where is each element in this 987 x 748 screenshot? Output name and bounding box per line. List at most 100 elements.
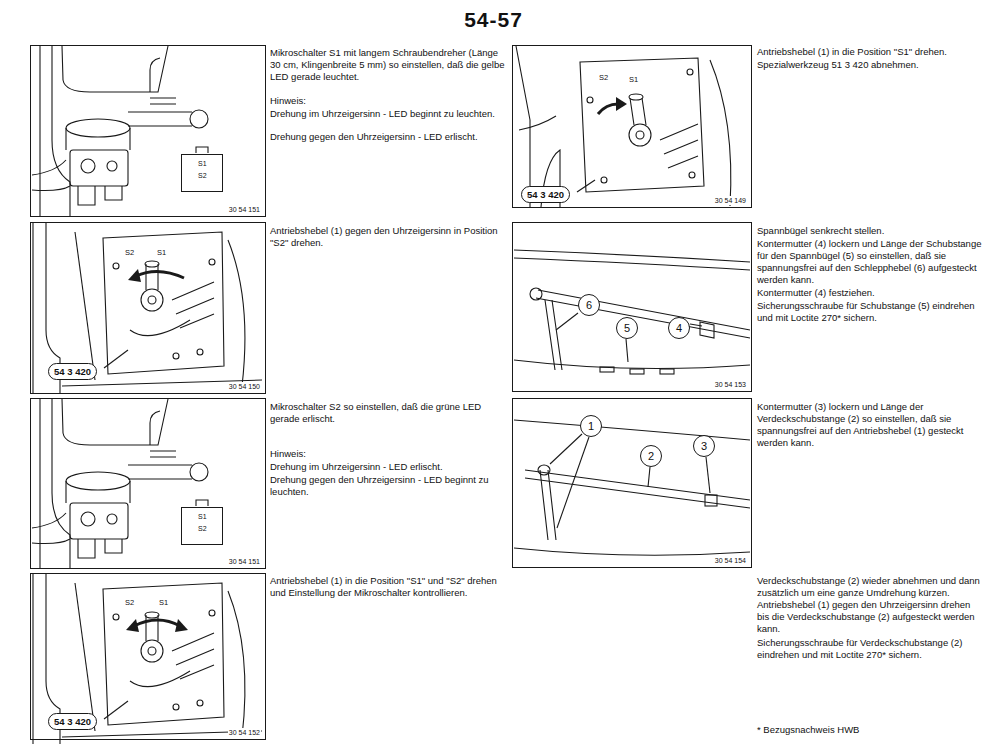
microswitch-sketch bbox=[81, 159, 95, 173]
switch-name: S2 bbox=[198, 170, 217, 182]
tool-number-tag: 54 3 420 bbox=[48, 363, 97, 380]
push-rod-sketch bbox=[600, 367, 614, 372]
drive-plate-sketch bbox=[516, 46, 731, 207]
drive-plate-sketch bbox=[75, 232, 95, 380]
led-inset: S1S2 bbox=[181, 154, 223, 192]
callout-number-text: 6 bbox=[586, 299, 592, 311]
drive-plate-sketch bbox=[209, 259, 215, 265]
microswitch-sketch bbox=[196, 147, 208, 153]
page-title: 54-57 bbox=[0, 8, 987, 32]
callout-number: 6 bbox=[578, 294, 600, 316]
drive-plate-sketch bbox=[146, 264, 158, 290]
rotation-arrow bbox=[126, 619, 139, 632]
instruction-text: Drehung im Uhrzeigersinn - LED beginnt z… bbox=[270, 108, 505, 120]
microswitch-sketch bbox=[150, 58, 160, 92]
push-rod-sketch bbox=[530, 288, 542, 300]
figure-number: 30 54 151 bbox=[228, 557, 261, 566]
drive-plate-sketch bbox=[630, 98, 646, 125]
rotation-arrow bbox=[136, 271, 184, 278]
drive-plate-sketch bbox=[636, 131, 644, 139]
push-rod-sketch bbox=[514, 250, 750, 270]
instruction-text: Mikroschalter S1 mit langem Schraubendre… bbox=[270, 47, 505, 83]
push-rod-sketch bbox=[626, 339, 628, 362]
figure-number: 30 54 150 bbox=[228, 382, 261, 391]
line-art bbox=[32, 46, 750, 744]
plate-mark: S1 bbox=[158, 598, 169, 607]
figure-number: 30 54 151 bbox=[228, 205, 261, 214]
push-rod-sketch bbox=[660, 369, 674, 374]
callout-number: 1 bbox=[580, 415, 602, 437]
footnote: * Bezugsnachweis HWB bbox=[757, 724, 982, 736]
push-rod-sketch bbox=[705, 495, 717, 506]
microswitch-sketch bbox=[190, 110, 208, 128]
figure-number: 30 54 152 bbox=[228, 728, 261, 737]
rotation-arrow bbox=[134, 620, 180, 626]
drive-plate-sketch bbox=[197, 349, 203, 355]
plate-mark: S2 bbox=[124, 248, 135, 257]
drive-plate-sketch bbox=[629, 94, 643, 100]
tool-number: 54 3 420 bbox=[54, 365, 91, 378]
figure-number: 30 54 153 bbox=[714, 380, 747, 389]
drive-plate-sketch bbox=[587, 97, 593, 103]
callout-number-text: 4 bbox=[676, 322, 682, 334]
push-rod-sketch bbox=[540, 470, 556, 540]
callout-number: 5 bbox=[616, 317, 638, 339]
drive-plate-sketch bbox=[689, 172, 695, 178]
instruction-text: Mikroschalter S2 so einstellen, daß die … bbox=[270, 401, 505, 425]
callout-number: 4 bbox=[668, 317, 690, 339]
microswitch-sketch bbox=[32, 160, 70, 191]
drive-plate-sketch bbox=[145, 261, 159, 267]
rotation-arrow bbox=[616, 97, 627, 111]
microswitch-sketch bbox=[78, 186, 122, 205]
drive-plate-sketch bbox=[228, 240, 245, 386]
instruction-text: Sicherungsschraube für Schubstange (5) e… bbox=[757, 300, 982, 324]
instruction-text: Drehung gegen den Uhrzeigersinn - LED er… bbox=[270, 131, 505, 143]
drive-plate-sketch bbox=[660, 124, 698, 168]
figure-number: 30 54 154 bbox=[714, 556, 747, 565]
drive-plate-sketch bbox=[516, 46, 560, 207]
figure-panel: 30 54 151 S1S2 bbox=[30, 398, 266, 569]
drive-plate-sketch bbox=[601, 177, 607, 183]
callout-number-text: 3 bbox=[701, 440, 707, 452]
figure-panel: 30 54 153 6 5 4 bbox=[512, 222, 752, 392]
plate-mark: S2 bbox=[124, 598, 135, 607]
callout-number-text: 5 bbox=[624, 322, 630, 334]
led-inset: S1S2 bbox=[181, 507, 223, 545]
microswitch-sketch bbox=[107, 161, 117, 171]
microswitch-sketch bbox=[66, 119, 130, 137]
drive-plate-sketch bbox=[577, 180, 595, 192]
instruction-text: Drehung im Uhrzeigersinn - LED erlischt. bbox=[270, 461, 505, 473]
microswitch-sketch bbox=[66, 128, 130, 150]
instruction-text: Hinweis: bbox=[270, 95, 505, 107]
instruction-text: Hinweis: bbox=[270, 448, 505, 460]
figure-panel: 30 54 151 S1S2 bbox=[30, 45, 266, 217]
push-rod-sketch bbox=[556, 313, 578, 330]
figure-number: 30 54 149 bbox=[714, 196, 747, 205]
drive-plate-sketch bbox=[710, 60, 731, 206]
callout-number-text: 1 bbox=[588, 420, 594, 432]
push-rod-sketch bbox=[557, 437, 589, 528]
drive-plate-sketch bbox=[687, 69, 693, 75]
callout-number: 2 bbox=[640, 445, 662, 467]
tool-number: 54 3 420 bbox=[527, 188, 564, 201]
microswitch-sketch bbox=[62, 46, 168, 92]
push-rod-sketch bbox=[550, 434, 582, 464]
drive-plate-sketch bbox=[104, 350, 128, 368]
figure-panel: 30 54 149 54 3 420 bbox=[512, 45, 752, 208]
tool-number-tag: 54 3 420 bbox=[48, 713, 97, 730]
rotation-arrow bbox=[598, 104, 618, 114]
drive-plate-sketch bbox=[141, 289, 163, 311]
instruction-text: Spezialwerkzeug 51 3 420 abnehmen. bbox=[757, 59, 982, 71]
instruction-text: Sicherungsschraube für Verdeckschubstang… bbox=[757, 637, 982, 661]
push-rod-sketch bbox=[525, 470, 750, 508]
drive-plate-sketch bbox=[148, 296, 156, 304]
drive-plate-sketch bbox=[580, 58, 704, 192]
push-rod-sketch bbox=[545, 300, 562, 370]
push-rod-sketch bbox=[706, 457, 710, 493]
push-rod-sketch bbox=[538, 465, 550, 475]
instruction-text: Spannbügel senkrecht stellen. bbox=[757, 225, 982, 237]
drive-plate-sketch bbox=[629, 124, 651, 146]
push-rod-sketch bbox=[536, 290, 750, 338]
rotation-arrow bbox=[598, 97, 627, 114]
